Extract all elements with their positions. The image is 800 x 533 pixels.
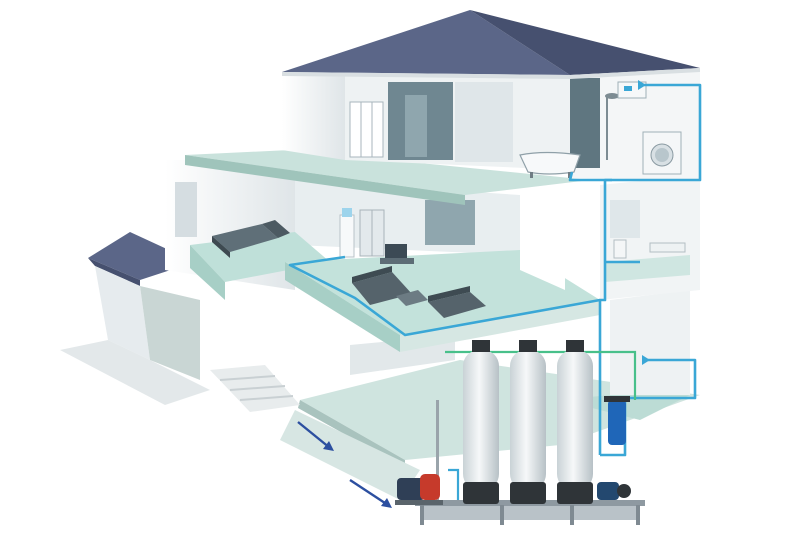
top-floor-pipe [612,83,702,182]
bed-headboard [262,220,290,238]
filter-skid-upright [436,400,439,505]
filter-tank-1-valve [472,340,490,352]
television [385,244,407,258]
manifold-pipe [445,350,637,400]
filter-tank-1-base [463,482,499,504]
dosing-pump-head [617,484,631,498]
filter-tank-1 [463,350,499,490]
bathroom-sink [649,242,686,253]
garage-floor [60,340,210,405]
sofa-right [428,292,486,318]
filter-tank-3-base [557,482,593,504]
booster-pump-head [420,474,440,500]
coffee-table [396,290,428,306]
filter-skid-leg [500,505,504,525]
bed-base [212,236,230,258]
supply-arrow-icon [381,498,392,508]
filter-tank-3-valve [566,340,584,352]
living-slab-front [400,300,600,352]
cartridge-filter-cap [604,396,630,402]
filter-tank-2-base [510,482,546,504]
supply-arrow-line [349,478,389,507]
stair-step [229,385,286,391]
booster-pump-base [395,500,443,505]
garage-roof-side [88,258,140,286]
roof-eave [282,68,700,79]
filter-skid-leg [636,505,640,525]
bathtub-leg [530,172,533,178]
dosing-pump-body [597,482,619,500]
water-heater-display [624,86,632,91]
bedroom [212,220,290,258]
flow-arrow-icon [638,80,646,90]
garage-wall [95,266,150,360]
sofa-left-back [352,266,392,283]
ground-floor-pipe [625,358,697,400]
living-slab-edge [285,262,400,352]
laundry-window [610,200,640,238]
booster-pump-motor [397,478,425,500]
bathtub-branch-pipe [568,171,612,182]
stair-step [239,395,294,401]
filter-tank-2-valve [519,340,537,352]
roof-right [470,10,700,75]
flow-arrow-icon [642,355,650,365]
filter-skid-frame [420,505,640,520]
interior-partition [520,195,565,290]
booster-pump [395,474,443,505]
bed [212,224,278,252]
bedroom-slab-edge [190,245,225,300]
top-terrace-edge [185,155,465,205]
upper-window-left [349,101,384,158]
living-floor-pipe [288,255,601,337]
living-room [339,208,486,318]
supply-arrow-line [297,421,331,449]
shower-head [605,93,619,99]
cartridge-filter [608,400,626,445]
supply-trench [280,410,420,500]
upper-interior-panel [455,82,513,162]
filter-tank-3 [557,350,593,490]
second-floor [185,70,700,205]
bathtub [519,151,581,175]
filter-tank-2 [510,350,546,490]
television-stand [380,258,414,264]
filter-skid-leg [570,505,574,525]
garage-interior [140,286,200,380]
top-terrace [185,150,590,195]
bathroom-dark-wall [570,78,600,168]
stair-step [219,375,276,381]
water-dispenser-bottle [342,208,352,217]
washing-machine-door-glass [655,148,669,162]
filtration-system [395,340,645,525]
supply-arrow-icon [323,441,334,451]
upper-interior-door [405,95,427,157]
roof-front [282,10,570,75]
bathtub-leg [568,172,571,178]
sofa-right-back [428,286,470,302]
bathroom [519,81,682,178]
roof [282,10,700,79]
utility-room-wall [610,290,690,400]
toilet [613,239,627,259]
supply-line [297,421,389,507]
filter-skid-leg [420,505,424,525]
doorway-left [175,182,197,237]
dosing-pump [597,482,631,500]
interior-window [425,200,475,245]
water-dispenser [339,214,355,258]
manifold-pipe [448,468,460,500]
upper-left-wall [282,70,345,160]
